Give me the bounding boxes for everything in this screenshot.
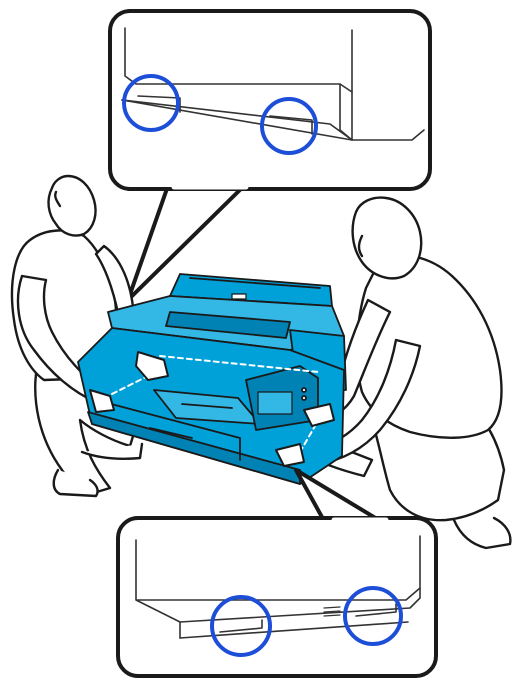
callout-frame-bottom (118, 518, 436, 676)
front-lift-handles-callout (118, 470, 436, 676)
callout-frame-top (110, 11, 430, 189)
